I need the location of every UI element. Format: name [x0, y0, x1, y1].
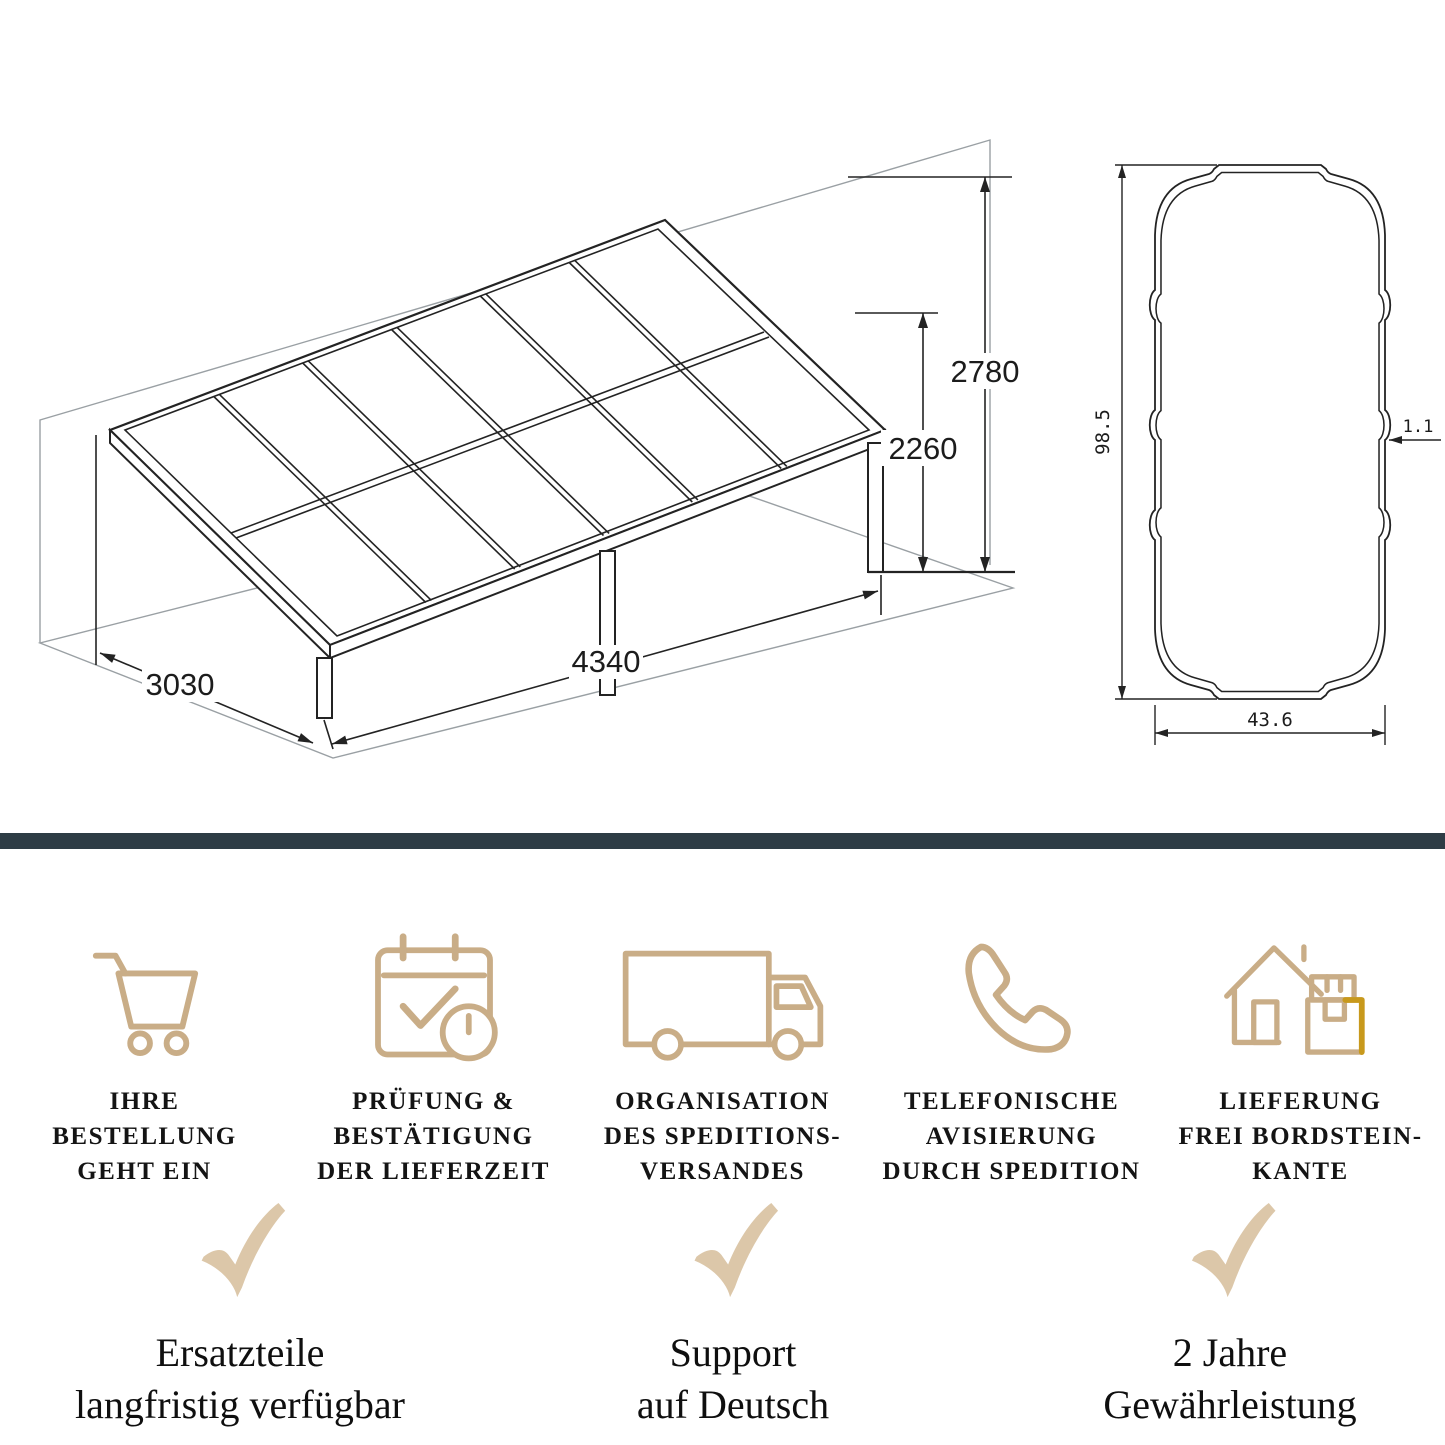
calendar-check-icon	[364, 928, 504, 1070]
benefit-spare-parts: Ersatzteile langfristig verfügbar	[75, 1198, 405, 1431]
benefit-support: Support auf Deutsch	[637, 1198, 829, 1431]
step-delivery: LIEFERUNG FREI BORDSTEIN- KANTE	[1156, 928, 1445, 1189]
profile-outline	[1148, 164, 1392, 700]
benefit-warranty-label: 2 Jahre Gewährleistung	[1103, 1330, 1357, 1427]
step-phone-notice-label: TELEFONISCHE AVISIERUNG DURCH SPEDITION	[882, 1088, 1141, 1185]
roof-fascia	[109, 427, 886, 661]
profile-dimension-labels: 98.5 1.1 43.6	[1095, 409, 1433, 731]
section-divider-bar	[0, 833, 1445, 849]
dim-depth-label: 3030	[146, 667, 215, 702]
benefit-warranty: 2 Jahre Gewährleistung	[1103, 1198, 1357, 1431]
profile-dimension-arrowheads	[1118, 165, 1402, 737]
pergola-isometric-drawing: 2780 2260 4340 3030	[37, 139, 1027, 759]
dimension-arrowheads	[100, 177, 990, 745]
dimension-label-backgrounds	[142, 353, 1027, 702]
check-icon	[201, 1203, 286, 1298]
service-steps-row: IHRE BESTELLUNG GEHT EIN PRÜFUNG & BESTÄ…	[0, 928, 1445, 1189]
step-confirmation: PRÜFUNG & BESTÄTIGUNG DER LIEFERZEIT	[289, 928, 578, 1189]
dim-width-label: 4340	[572, 644, 641, 679]
step-order: IHRE BESTELLUNG GEHT EIN	[0, 928, 289, 1189]
profile-cross-section-drawing: 98.5 1.1 43.6	[1095, 164, 1441, 745]
dim-clear-height-label: 2260	[889, 431, 958, 466]
benefit-spare-parts-label: Ersatzteile langfristig verfügbar	[75, 1330, 405, 1427]
profile-width-label: 43.6	[1247, 709, 1293, 731]
roof-purlin	[230, 331, 770, 539]
step-confirmation-label: PRÜFUNG & BESTÄTIGUNG DER LIEFERZEIT	[317, 1088, 550, 1185]
house-delivery-icon	[1219, 928, 1383, 1070]
cart-icon	[86, 928, 204, 1070]
dimension-labels: 2780 2260 4340 3030	[146, 354, 1020, 702]
step-shipping-label: ORGANISATION DES SPEDITIONS- VERSANDES	[603, 1088, 842, 1185]
profile-thickness-label: 1.1	[1403, 417, 1434, 437]
check-icon	[1191, 1203, 1276, 1298]
benefit-support-label: Support auf Deutsch	[636, 1330, 830, 1427]
step-shipping: ORGANISATION DES SPEDITIONS- VERSANDES	[578, 928, 867, 1189]
dim-total-height-label: 2780	[951, 354, 1020, 389]
technical-drawing-section: 2780 2260 4340 3030	[37, 139, 1441, 759]
check-icon	[694, 1203, 779, 1298]
step-delivery-label: LIEFERUNG FREI BORDSTEIN- KANTE	[1178, 1088, 1423, 1185]
step-order-label: IHRE BESTELLUNG GEHT EIN	[52, 1088, 237, 1185]
profile-dimension-lines	[1115, 164, 1441, 745]
step-phone-notice: TELEFONISCHE AVISIERUNG DURCH SPEDITION	[867, 928, 1156, 1189]
truck-icon	[618, 928, 828, 1070]
phone-icon	[951, 928, 1073, 1070]
profile-height-label: 98.5	[1095, 409, 1114, 455]
